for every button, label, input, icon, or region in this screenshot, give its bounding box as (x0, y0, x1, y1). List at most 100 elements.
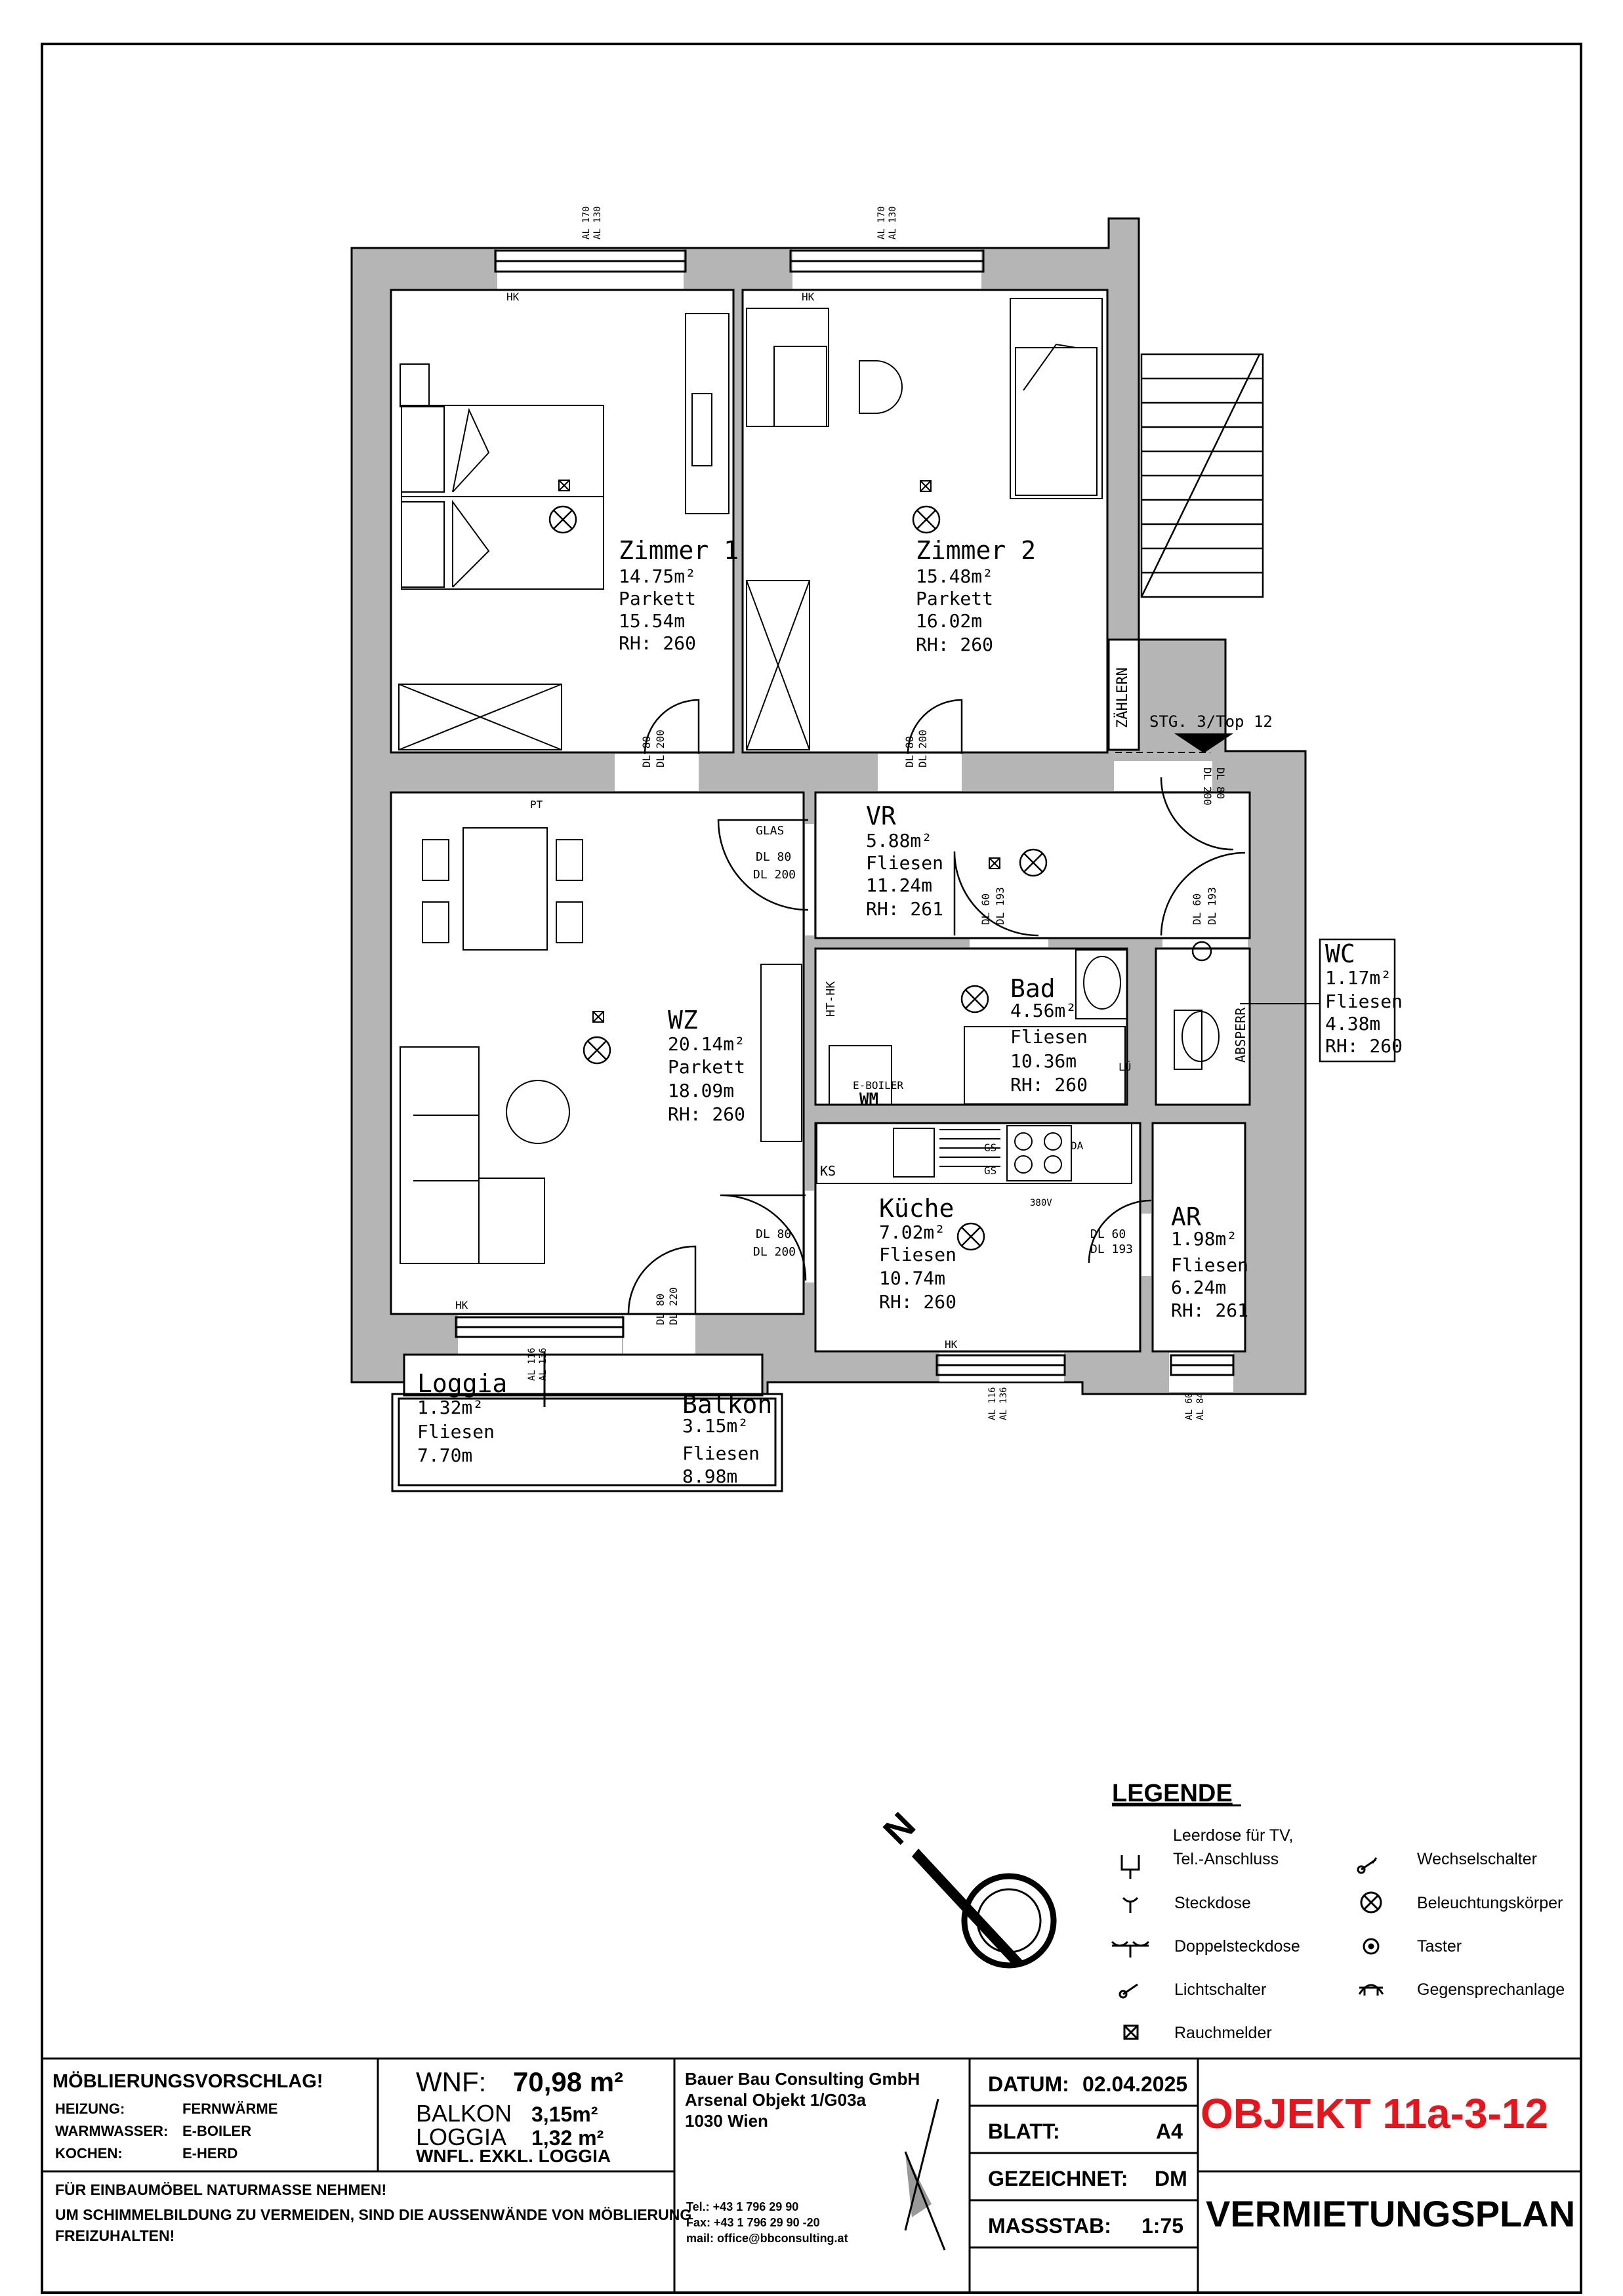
svg-text:LÜ: LÜ (1119, 1061, 1131, 1073)
svg-text:1.17m²: 1.17m² (1325, 967, 1391, 989)
svg-text:AL 136: AL 136 (998, 1387, 1009, 1420)
svg-text:Zimmer 2: Zimmer 2 (916, 536, 1036, 565)
svg-text:HK: HK (506, 291, 520, 303)
svg-text:RH: 260: RH: 260 (879, 1291, 956, 1313)
svg-text:02.04.2025: 02.04.2025 (1082, 2072, 1187, 2096)
svg-text:3,15m²: 3,15m² (531, 2102, 598, 2126)
svg-text:AL 116: AL 116 (527, 1347, 537, 1381)
svg-text:16.02m: 16.02m (916, 610, 982, 632)
svg-text:1:75: 1:75 (1141, 2214, 1183, 2238)
room-zimmer-1: Zimmer 1 14.75m² Parkett 15.54m RH: 260 (619, 536, 739, 654)
svg-text:Taster: Taster (1417, 1937, 1462, 1956)
wc-callout (1319, 938, 1396, 1063)
svg-text:HT-HK: HT-HK (824, 981, 838, 1017)
svg-text:Parkett: Parkett (668, 1056, 745, 1078)
svg-text:DL 60: DL 60 (1191, 893, 1203, 925)
svg-text:DL 80: DL 80 (640, 736, 653, 768)
north-arrow-icon: N (875, 1804, 1057, 1969)
svg-text:DL 200: DL 200 (1201, 768, 1214, 806)
svg-text:Tel.: +43 1 796 29 90: Tel.: +43 1 796 29 90 (686, 2200, 798, 2213)
svg-text:DL 80: DL 80 (903, 736, 916, 768)
svg-text:Fliesen: Fliesen (417, 1421, 495, 1443)
svg-text:RH: 260: RH: 260 (1325, 1035, 1403, 1057)
svg-text:7.02m²: 7.02m² (879, 1221, 945, 1243)
svg-text:1030 Wien: 1030 Wien (685, 2111, 768, 2131)
room-wz: WZ 20.14m² Parkett 18.09m RH: 260 (668, 1006, 745, 1125)
svg-text:GS: GS (984, 1141, 996, 1154)
svg-text:KOCHEN:: KOCHEN: (55, 2145, 123, 2162)
svg-text:Tel.-Anschluss: Tel.-Anschluss (1173, 1850, 1279, 1868)
svg-text:GLAS: GLAS (756, 824, 784, 838)
north-label: N (875, 1804, 923, 1852)
svg-text:RH: 260: RH: 260 (619, 632, 696, 654)
svg-text:AL 60: AL 60 (1184, 1393, 1195, 1420)
svg-text:AL 130: AL 130 (888, 206, 898, 239)
svg-text:70,98 m²: 70,98 m² (513, 2066, 623, 2097)
svg-text:Leerdose für TV,: Leerdose für TV, (1173, 1826, 1293, 1845)
svg-text:14.75m²: 14.75m² (619, 565, 696, 587)
svg-text:1,32 m²: 1,32 m² (531, 2126, 604, 2150)
svg-text:4.38m: 4.38m (1325, 1013, 1380, 1035)
svg-text:ZÄHLERN: ZÄHLERN (1114, 667, 1131, 728)
svg-text:Fliesen: Fliesen (1171, 1254, 1248, 1276)
svg-text:DL 200: DL 200 (753, 1245, 796, 1259)
svg-text:Parkett: Parkett (619, 588, 696, 609)
svg-text:AL 170: AL 170 (581, 206, 592, 239)
svg-text:LOGGIA: LOGGIA (416, 2123, 506, 2150)
svg-text:WM: WM (859, 1090, 878, 1108)
door-swings (627, 699, 1246, 1314)
svg-text:10.74m: 10.74m (879, 1267, 945, 1289)
svg-text:UM SCHIMMELBILDUNG ZU VERMEIDE: UM SCHIMMELBILDUNG ZU VERMEIDEN, SIND DI… (55, 2206, 691, 2223)
svg-text:HK: HK (455, 1299, 468, 1311)
svg-text:KS: KS (820, 1163, 836, 1179)
svg-text:DL 80: DL 80 (756, 1227, 791, 1241)
svg-text:AL 84: AL 84 (1195, 1393, 1206, 1420)
title-block-text: MÖBLIERUNGSVORSCHLAG! HEIZUNG: FERNWÄRME… (52, 2066, 1575, 2245)
svg-text:DL 80: DL 80 (654, 1294, 667, 1325)
svg-text:E-BOILER: E-BOILER (853, 1079, 903, 1092)
svg-text:Steckdose: Steckdose (1174, 1894, 1251, 1912)
svg-text:7.70m: 7.70m (417, 1445, 472, 1466)
svg-text:Beleuchtungskörper: Beleuchtungskörper (1417, 1894, 1563, 1912)
svg-text:DL 193: DL 193 (994, 887, 1006, 925)
plan-type: VERMIETUNGSPLAN (1206, 2193, 1575, 2234)
legend-icons (1111, 1855, 1384, 2040)
svg-text:Zimmer 1: Zimmer 1 (619, 536, 739, 565)
light-fixture-icons (548, 505, 1212, 1251)
svg-text:10.36m: 10.36m (1010, 1050, 1077, 1072)
svg-text:WARMWASSER:: WARMWASSER: (55, 2123, 168, 2139)
room-bad: Bad 4.56m² Fliesen 10.36m RH: 260 (1010, 974, 1088, 1096)
svg-text:FÜR EINBAUMÖBEL NATURMASSE NEH: FÜR EINBAUMÖBEL NATURMASSE NEHMEN! (55, 2181, 386, 2198)
svg-text:HK: HK (802, 291, 815, 303)
svg-text:DATUM:: DATUM: (988, 2072, 1069, 2096)
svg-text:20.14m²: 20.14m² (668, 1033, 745, 1055)
smoke-detector-icons (558, 480, 1000, 1023)
staircase (1140, 353, 1264, 598)
svg-text:WNF:: WNF: (416, 2066, 486, 2097)
svg-text:GEZEICHNET:: GEZEICHNET: (988, 2167, 1128, 2190)
furniture (398, 298, 1220, 1264)
svg-text:STG. 3/Top 12: STG. 3/Top 12 (1149, 712, 1273, 731)
svg-text:Fliesen: Fliesen (1010, 1026, 1088, 1048)
svg-text:HK: HK (945, 1338, 958, 1351)
legend-title: LEGENDE (1112, 1780, 1233, 1807)
svg-text:Fliesen: Fliesen (879, 1244, 956, 1265)
svg-text:11.24m: 11.24m (866, 874, 932, 896)
svg-text:E-HERD: E-HERD (182, 2145, 237, 2162)
svg-text:15.54m: 15.54m (619, 610, 685, 632)
svg-text:PT: PT (530, 798, 543, 811)
room-balkon: Balkon 3.15m² Fliesen 8.98m (682, 1390, 772, 1487)
entrance-arrow-icon (1174, 733, 1233, 753)
svg-text:Bad: Bad (1010, 974, 1056, 1003)
svg-text:VR: VR (866, 802, 896, 830)
svg-text:Küche: Küche (879, 1194, 954, 1223)
svg-text:WC: WC (1325, 939, 1355, 968)
sheet-border (41, 43, 1582, 2294)
svg-text:DL 200: DL 200 (753, 868, 796, 882)
svg-text:Fliesen: Fliesen (1325, 991, 1403, 1012)
svg-text:1.32m²: 1.32m² (417, 1397, 483, 1418)
svg-text:AL 116: AL 116 (987, 1387, 998, 1420)
svg-text:Fliesen: Fliesen (682, 1443, 760, 1464)
svg-text:DL 200: DL 200 (654, 729, 667, 768)
